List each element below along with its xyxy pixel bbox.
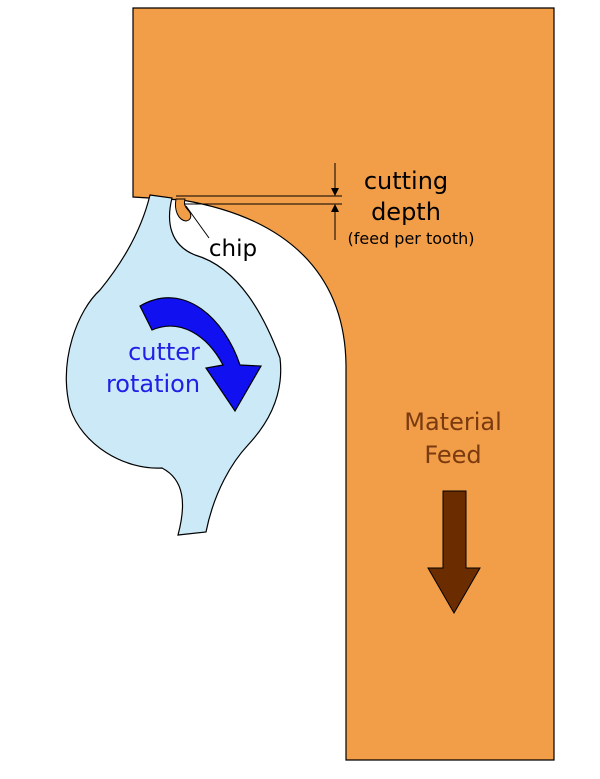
material-feed-label-line1: Material xyxy=(404,408,502,436)
cutting-depth-note: (feed per tooth) xyxy=(348,229,475,248)
cutter-rotation-label-line2: rotation xyxy=(106,370,200,398)
cutter-body xyxy=(65,194,282,536)
chip-label: chip xyxy=(209,236,257,262)
cutting-depth-upper-arrowhead xyxy=(331,188,339,196)
material-feed-arrow xyxy=(427,490,481,614)
cutter-rotation-arrow xyxy=(139,297,263,413)
chip-leader-line xyxy=(185,205,210,239)
cutting-depth-lower-arrowhead xyxy=(331,204,339,212)
cutting-depth-label-line2: depth xyxy=(371,198,441,226)
cutting-depth-label-line1: cutting xyxy=(364,167,448,195)
cutter-rotation-label-line1: cutter xyxy=(128,338,200,366)
material-feed-label-line2: Feed xyxy=(424,441,481,469)
chip-shape xyxy=(175,198,192,222)
